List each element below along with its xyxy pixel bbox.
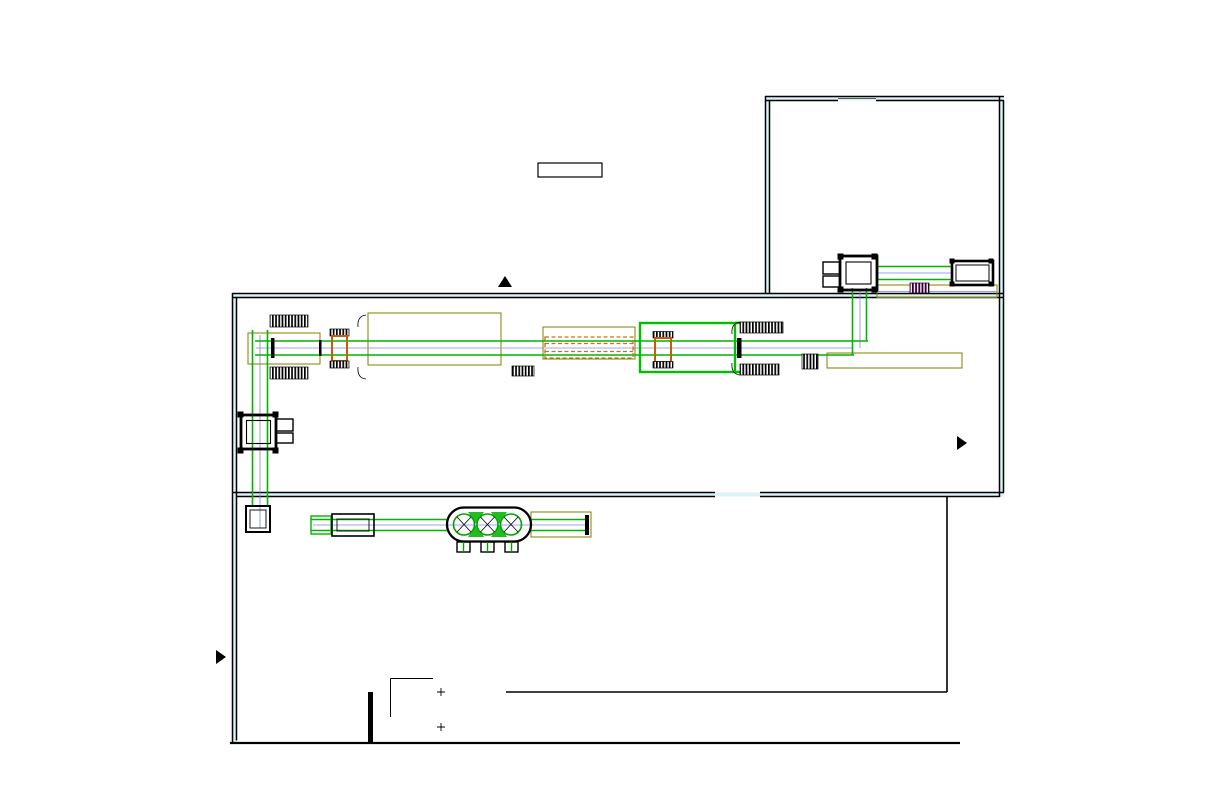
flow-triangles <box>216 276 967 664</box>
survey-cross <box>437 688 445 731</box>
conveyor-caps <box>271 338 742 535</box>
separator-15 <box>329 328 350 369</box>
hopper-1 <box>949 258 995 287</box>
crusher-18 <box>237 411 294 454</box>
mixer-22 <box>445 506 533 553</box>
wall-fills <box>232 96 1004 743</box>
equipment-layer <box>216 162 998 664</box>
conveyor-centerlines <box>256 272 997 528</box>
wall-l-detail <box>390 678 433 717</box>
stockpile-box-19 <box>245 505 271 533</box>
wall-hall-top <box>232 292 1004 299</box>
wall-receiving-top <box>765 95 1004 102</box>
hopper-20 <box>331 513 375 537</box>
separator-9 <box>652 331 674 369</box>
rotary-separator-dashed <box>544 336 634 359</box>
walkways <box>269 282 930 380</box>
wall-hall-left <box>231 293 238 743</box>
wall-receiving-left <box>764 96 771 293</box>
wall-stub <box>368 692 373 743</box>
precrusher-3 <box>822 253 879 293</box>
datum-box <box>537 162 603 178</box>
wall-hall-bottom <box>232 491 1004 498</box>
building-walls <box>230 95 1005 745</box>
conveyors-green <box>251 265 952 532</box>
